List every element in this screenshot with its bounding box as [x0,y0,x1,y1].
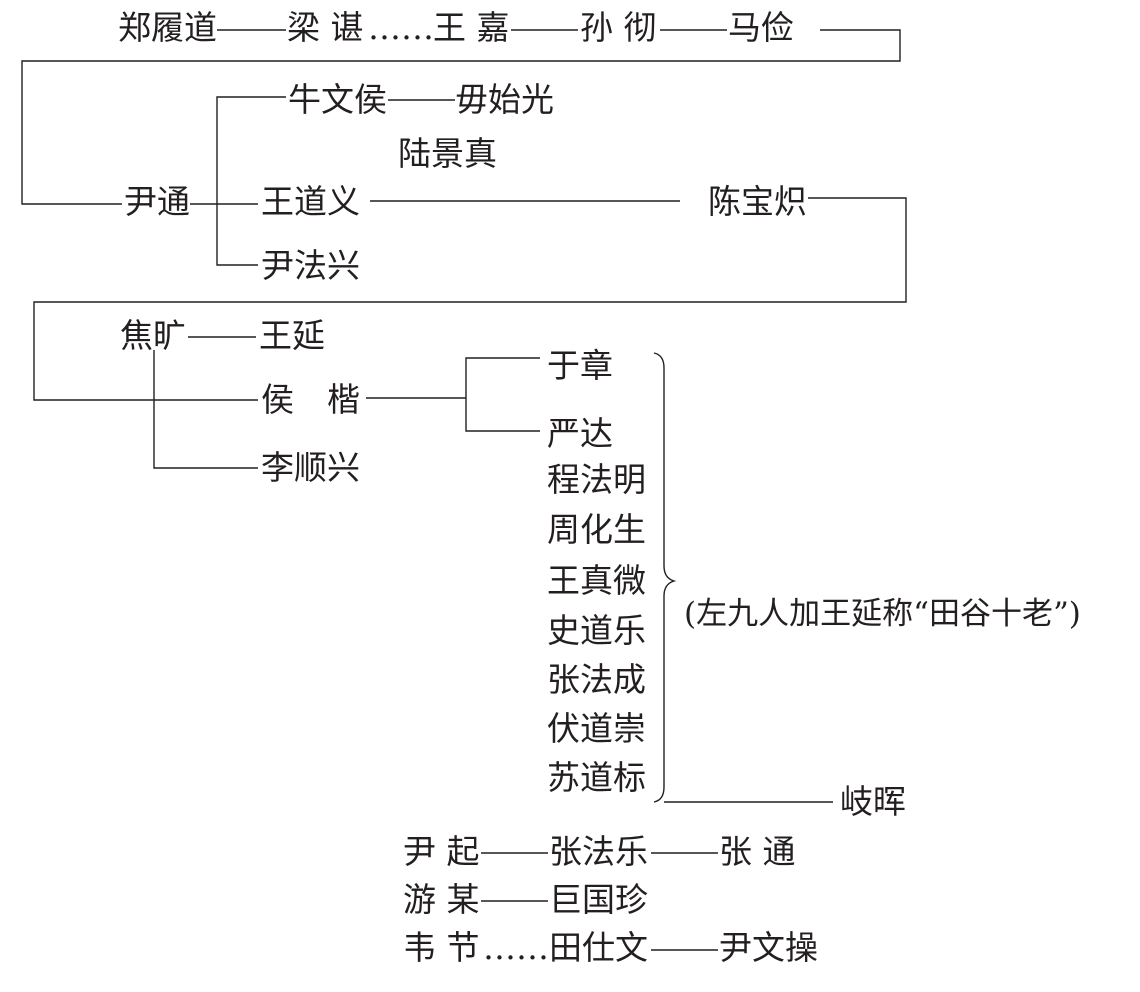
name-zheng-lvdao: 郑履道 [118,8,217,47]
line-branch-niu-yinfaxing [216,96,286,266]
right-brace [653,352,677,803]
name-yin-tong: 尹通 [124,182,190,221]
list-item: 苏道标 [547,758,646,797]
list-item: 史道乐 [547,611,646,650]
name-you-mou: 游 某 [403,880,480,919]
name-wang-yan: 王延 [259,316,325,355]
name-ju-guozhen: 巨国珍 [549,880,648,919]
name-yin-faxing: 尹法兴 [261,246,360,285]
list-item: 张法成 [547,660,646,699]
line-majian-yintong [21,29,901,205]
name-yin-wencao: 尹文操 [719,928,818,967]
ellipsis-row1: …… [368,8,434,47]
name-qi-hui: 岐晖 [840,782,906,821]
name-liang-chen: 梁 谌 [287,8,364,47]
name-zhang-fale: 张法乐 [549,832,648,871]
list-item: 周化生 [547,510,646,549]
name-jiao-kuang: 焦旷 [120,316,186,355]
name-wang-jia: 王 嘉 [433,8,510,47]
name-li-shunxing: 李顺兴 [261,448,360,487]
name-lu-jingzhen: 陆景真 [398,134,497,173]
name-niu-wenhou: 牛文侯 [288,80,387,119]
name-yan-da: 严达 [547,414,613,453]
list-item: 伏道崇 [547,709,646,748]
ellipsis-bottom: …… [483,928,549,967]
name-chen-baochi: 陈宝炽 [708,182,807,221]
list-item: 程法明 [547,460,646,499]
name-wu-shiguang: 毋始光 [455,80,554,119]
name-yu-zhang: 于章 [547,346,613,385]
line-jiaokuang-lishunxing [153,350,258,469]
name-wang-daoyi: 王道义 [261,182,360,221]
list-item: 王真微 [547,561,646,600]
line-branch-yuzhang-yanda [465,357,540,432]
name-sun-che: 孙 彻 [580,8,657,47]
tiangu-shilao-note: (左九人加王延称“田谷十老”) [684,596,1081,632]
name-ma-jian: 马俭 [728,8,794,47]
name-zhang-tong: 张 通 [719,832,796,871]
name-tian-shiwen: 田仕文 [549,928,648,967]
name-hou-kai: 侯 楷 [261,380,360,419]
name-yin-qi: 尹 起 [403,832,480,871]
line-chenbaochi-jiaokuang [33,197,907,401]
name-wei-jie: 韦 节 [403,928,480,967]
